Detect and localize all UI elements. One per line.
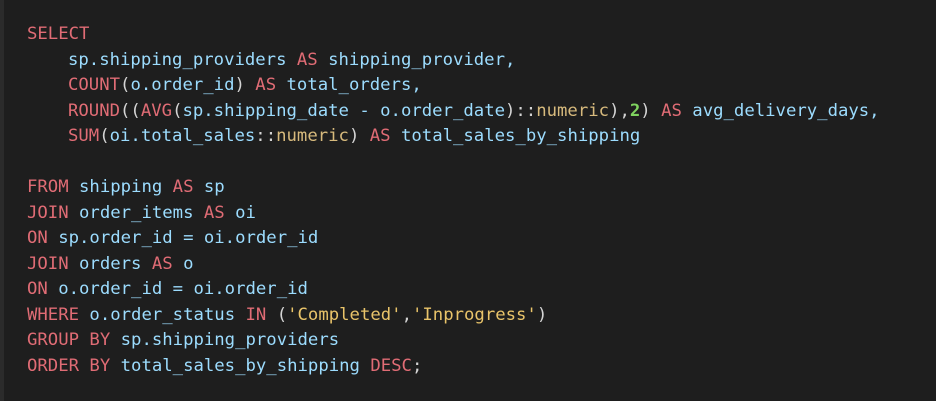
keyword-token: AS bbox=[255, 75, 277, 95]
identifier-token: order_items bbox=[68, 202, 204, 223]
keyword-token: AS bbox=[203, 202, 225, 223]
keyword-token: AS bbox=[172, 177, 194, 197]
identifier-token: sp.shipping_date - o.order_date bbox=[182, 100, 505, 121]
punctuation-token: ) bbox=[348, 126, 370, 146]
identifier-token: shipping bbox=[68, 177, 173, 197]
identifier-token: sp bbox=[193, 177, 225, 197]
function-token: AVG bbox=[140, 100, 173, 121]
punctuation-token: , bbox=[401, 304, 412, 325]
keyword-token: SELECT bbox=[27, 24, 90, 44]
function-token: COUNT bbox=[68, 75, 121, 95]
punctuation-token: :: bbox=[255, 126, 277, 146]
punctuation-token: ( bbox=[266, 304, 288, 325]
sql-code-block[interactable]: SELECT sp.shipping_providers AS shipping_… bbox=[27, 22, 880, 379]
punctuation-token: ) bbox=[234, 75, 256, 95]
string-token: 'Inprogress' bbox=[411, 304, 537, 325]
keyword-token: JOIN bbox=[27, 202, 69, 223]
identifier-token: shipping_provider, bbox=[317, 49, 516, 70]
code-line: SELECT bbox=[27, 22, 880, 48]
keyword-token: DESC bbox=[370, 355, 412, 376]
keyword-token: IN bbox=[245, 304, 267, 325]
keyword-token: JOIN bbox=[27, 253, 69, 274]
code-line: ROUND((AVG(sp.shipping_date - o.order_da… bbox=[27, 99, 880, 125]
identifier-token: o.order_status bbox=[79, 304, 246, 325]
code-line: COUNT(o.order_id) AS total_orders, bbox=[27, 73, 880, 99]
identifier-token: total_orders, bbox=[276, 75, 422, 95]
type-token: numeric bbox=[276, 126, 349, 146]
keyword-token: WHERE bbox=[27, 304, 80, 325]
code-line: ORDER BY total_sales_by_shipping DESC; bbox=[27, 354, 880, 380]
identifier-token: o.order_id = oi.order_id bbox=[47, 279, 308, 299]
string-token: 'Completed' bbox=[287, 304, 402, 325]
keyword-token: ON bbox=[27, 228, 48, 248]
identifier-token: oi.total_sales bbox=[109, 126, 256, 146]
code-line: WHERE o.order_status IN ('Completed','In… bbox=[27, 303, 880, 329]
keyword-token: ON bbox=[27, 279, 48, 299]
punctuation-token: ( bbox=[172, 100, 183, 121]
punctuation-token: ) bbox=[536, 304, 548, 325]
punctuation-token: ; bbox=[411, 355, 423, 376]
identifier-token: o.order_id bbox=[130, 75, 235, 95]
identifier-token: sp.order_id = oi.order_id bbox=[47, 228, 319, 248]
code-line: JOIN order_items AS oi bbox=[27, 201, 880, 227]
identifier-token: sp.shipping_providers bbox=[110, 330, 340, 350]
code-line: GROUP BY sp.shipping_providers bbox=[27, 328, 880, 354]
blank-line bbox=[27, 150, 880, 176]
keyword-token: AS bbox=[151, 253, 173, 274]
punctuation-token: ), bbox=[609, 100, 630, 121]
keyword-token: AS bbox=[296, 49, 318, 70]
keyword-token: AS bbox=[661, 100, 682, 121]
punctuation-token: (( bbox=[120, 100, 141, 121]
code-line: ON o.order_id = oi.order_id bbox=[27, 277, 880, 303]
identifier-token: o bbox=[172, 253, 194, 274]
identifier-token: orders bbox=[68, 253, 152, 274]
identifier-token: total_sales_by_shipping bbox=[390, 126, 641, 146]
identifier-token: total_sales_by_shipping bbox=[110, 355, 371, 376]
code-line: FROM shipping AS sp bbox=[27, 175, 880, 201]
punctuation-token: ( bbox=[120, 75, 131, 95]
type-token: numeric bbox=[536, 100, 610, 121]
identifier-token: avg_delivery_days, bbox=[681, 100, 880, 121]
number-token: 2 bbox=[629, 100, 641, 121]
keyword-token: FROM bbox=[27, 177, 69, 197]
function-token: ROUND bbox=[68, 100, 121, 121]
identifier-token: sp.shipping_providers bbox=[68, 49, 297, 70]
editor-gutter-edge bbox=[0, 0, 4, 401]
punctuation-token: ):: bbox=[505, 100, 537, 121]
identifier-token: oi bbox=[224, 202, 256, 223]
code-line: JOIN orders AS o bbox=[27, 252, 880, 278]
keyword-token: AS bbox=[369, 126, 391, 146]
punctuation-token: ) bbox=[640, 100, 662, 121]
keyword-token: ORDER BY bbox=[27, 355, 111, 376]
code-line: ON sp.order_id = oi.order_id bbox=[27, 226, 880, 252]
code-line: sp.shipping_providers AS shipping_provid… bbox=[27, 48, 880, 74]
keyword-token: GROUP BY bbox=[27, 330, 111, 350]
code-line: SUM(oi.total_sales::numeric) AS total_sa… bbox=[27, 124, 880, 150]
punctuation-token: ( bbox=[99, 126, 110, 146]
function-token: SUM bbox=[68, 126, 100, 146]
